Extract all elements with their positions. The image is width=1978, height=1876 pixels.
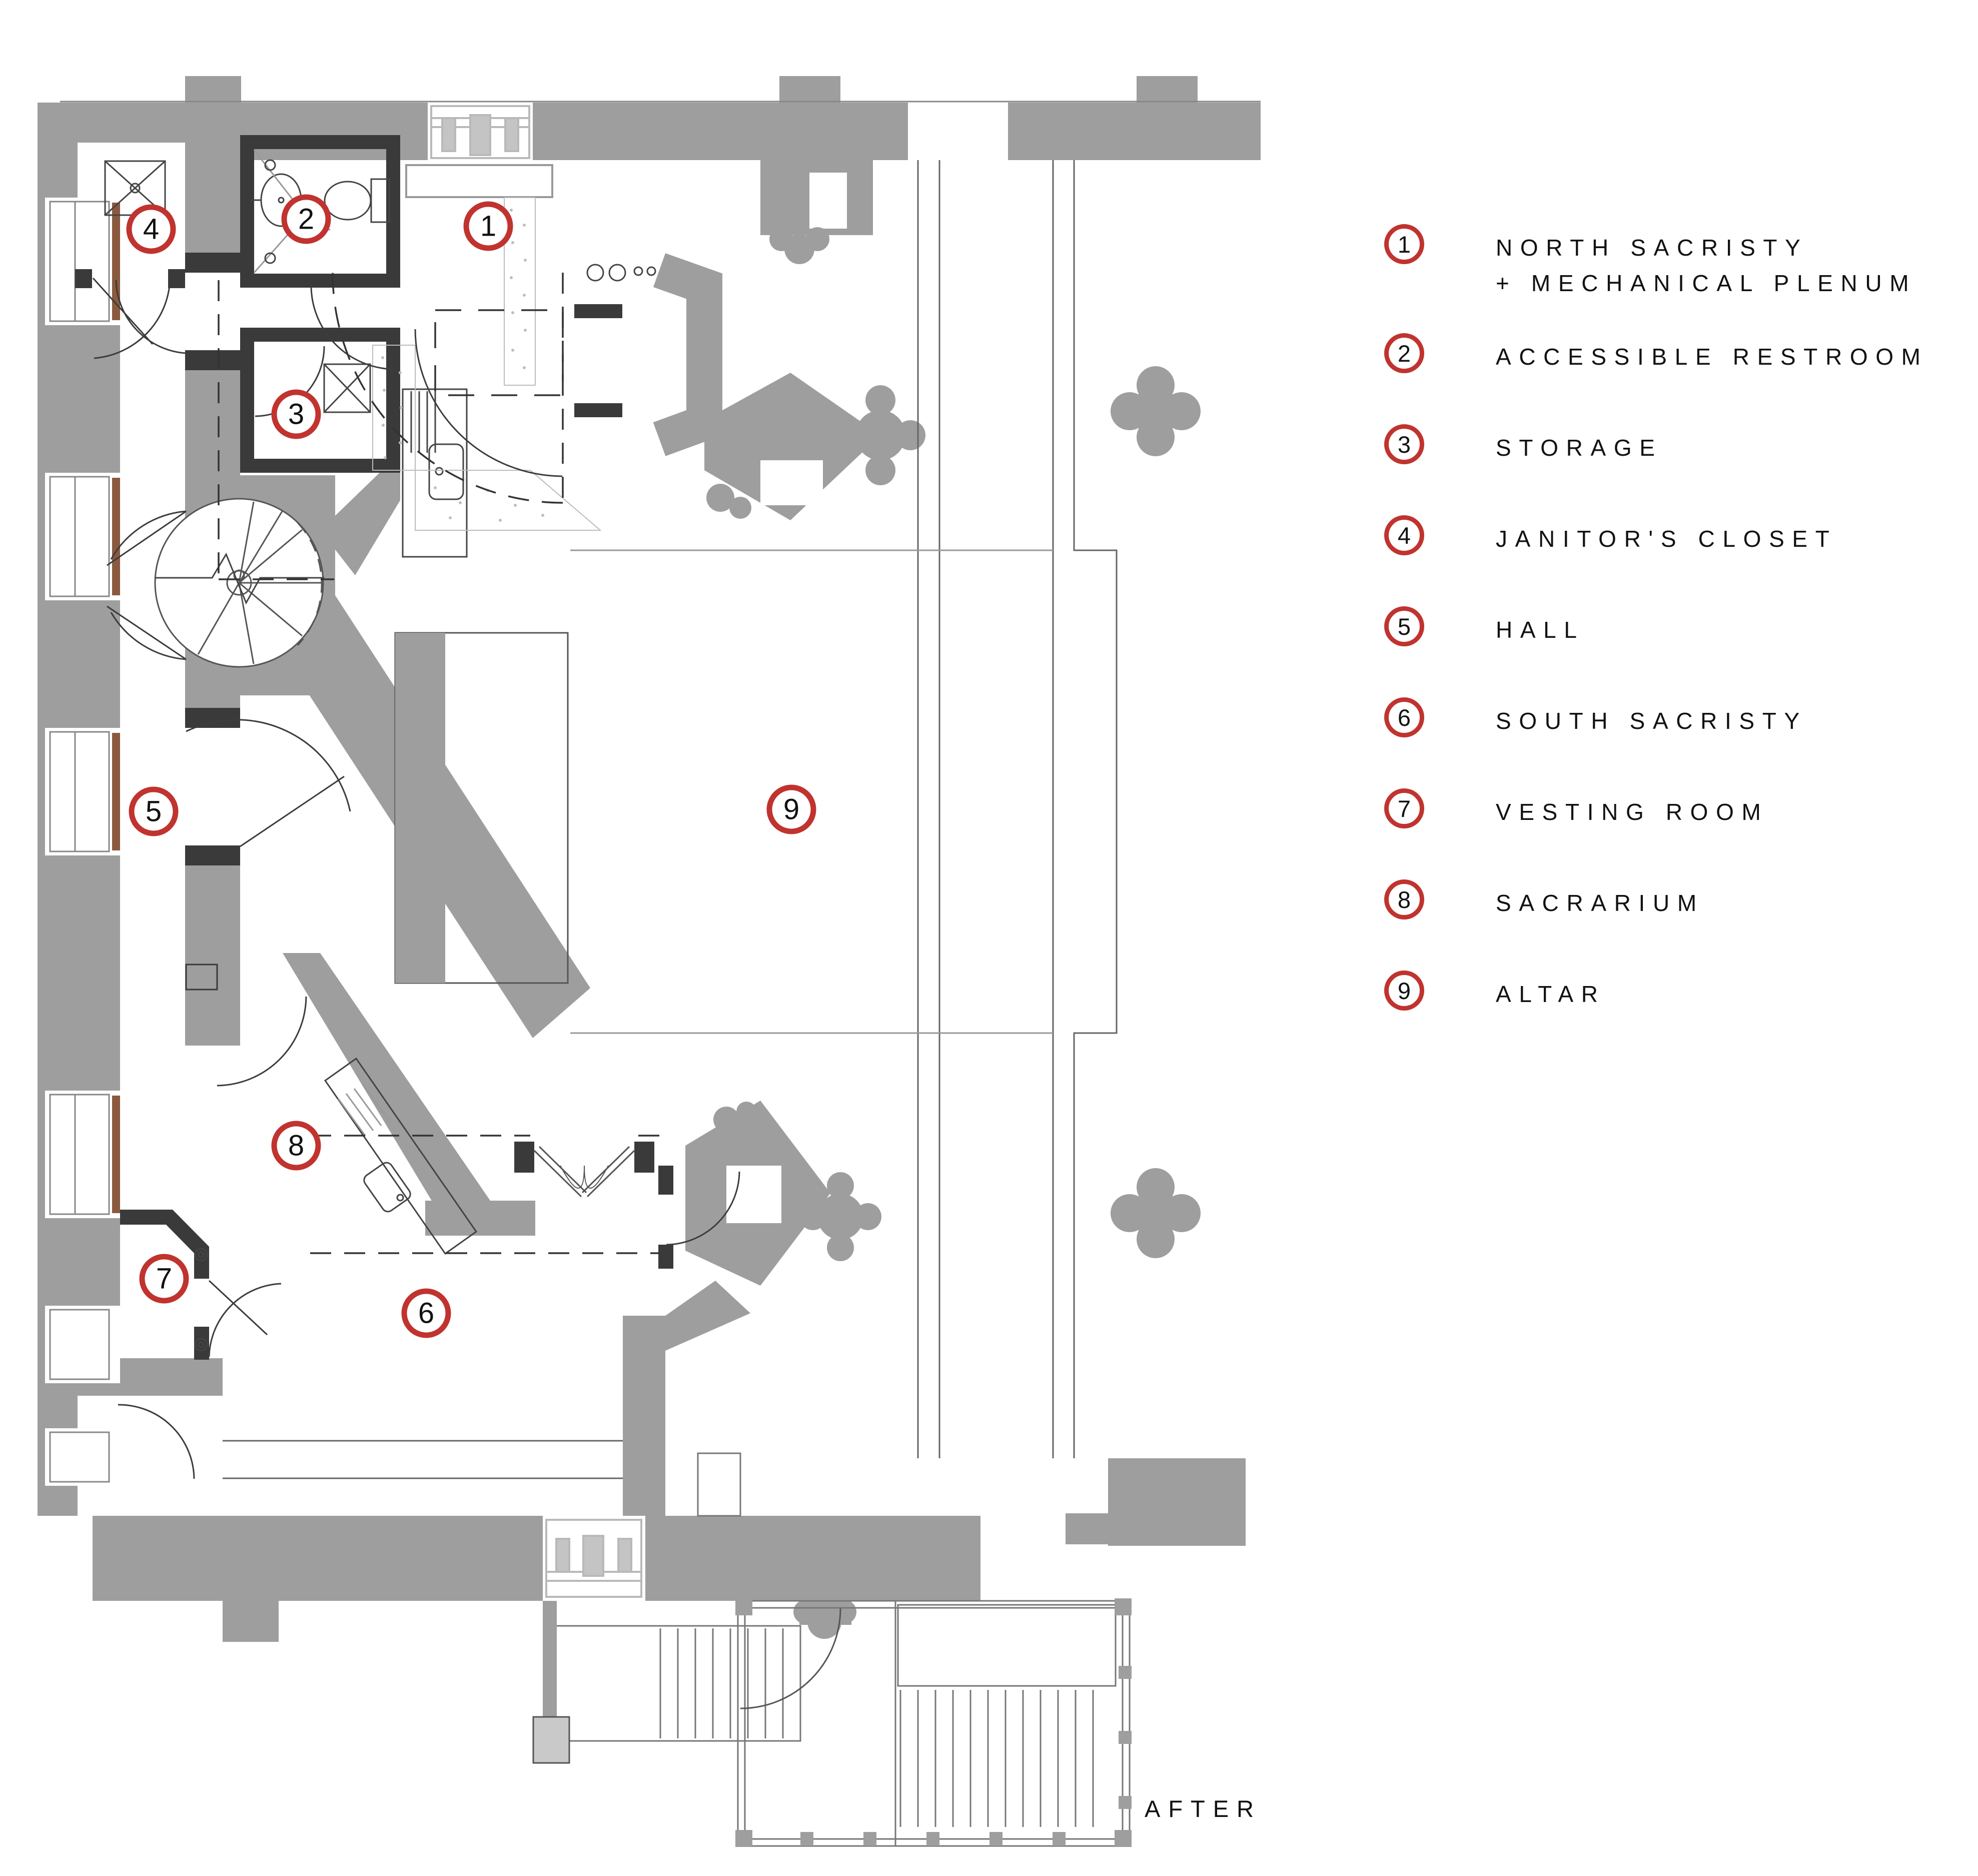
legend-item-2: 2 ACCESSIBLE RESTROOM — [1384, 333, 1928, 375]
south-porch — [532, 1598, 1132, 1847]
tile-hatch — [372, 197, 602, 531]
hatch-c — [415, 470, 602, 531]
legend-number-badge: 1 — [1384, 224, 1424, 264]
legend-number-badge: 4 — [1384, 515, 1424, 555]
window — [45, 728, 120, 855]
room-marker-number: 1 — [480, 210, 496, 243]
plan-caption: AFTER — [1145, 1795, 1262, 1822]
window — [45, 1306, 120, 1383]
legend-item-6: 6 SOUTH SACRISTY — [1384, 697, 1807, 739]
room-marker-3: 3 — [271, 389, 321, 439]
porch-posts — [735, 1598, 1132, 1847]
door-restroom — [310, 284, 395, 370]
floor-lines — [60, 101, 1261, 1479]
legend-item-8: 8 SACRARIUM — [1384, 879, 1704, 921]
door-vesting — [208, 1283, 282, 1357]
turret-finial — [793, 1600, 856, 1639]
legend-number-badge: 2 — [1384, 333, 1424, 373]
room-marker-8: 8 — [271, 1121, 321, 1171]
sacrarium-counter — [324, 1057, 478, 1255]
legend-number-badge: 3 — [1384, 424, 1424, 464]
legend-item-label: JANITOR'S CLOSET — [1496, 526, 1837, 552]
legend-number-badge: 7 — [1384, 788, 1424, 828]
legend-item-7: 7 VESTING ROOM — [1384, 788, 1768, 830]
turret-finial — [799, 1172, 881, 1261]
room-marker-2: 2 — [281, 194, 331, 244]
room-marker-9: 9 — [766, 784, 816, 834]
room-marker-number: 3 — [288, 398, 304, 431]
sacristy-casework — [402, 388, 468, 558]
toilet — [324, 178, 390, 223]
legend-item-label: HALL — [1496, 617, 1585, 643]
legend-number-badge: 8 — [1384, 879, 1424, 919]
room-marker-5: 5 — [129, 786, 179, 836]
room-marker-number: 4 — [143, 213, 159, 246]
window — [45, 1428, 120, 1486]
door-passage — [115, 280, 187, 354]
exterior-stair-west — [532, 1601, 801, 1764]
door-swings — [92, 276, 740, 1479]
interior-partitions — [75, 135, 673, 1360]
legend-item-label: VESTING ROOM — [1496, 799, 1769, 825]
turret-finial — [713, 1102, 756, 1133]
left-wall-windows — [45, 198, 120, 1486]
altar-platform — [394, 632, 569, 984]
door-stair-pair — [107, 510, 187, 660]
turret-finial — [835, 385, 925, 485]
legend-number-badge: 5 — [1384, 606, 1424, 646]
storage-cabinet — [323, 363, 371, 413]
quatrefoil-piers — [706, 227, 1201, 1639]
legend-item-4: 4 JANITOR'S CLOSET — [1384, 515, 1837, 557]
room-marker-1: 1 — [463, 201, 513, 251]
legend-item-label: SOUTH SACRISTY — [1496, 708, 1807, 734]
legend-item-3: 3 STORAGE — [1384, 424, 1663, 466]
spiral-stair — [154, 498, 324, 668]
door-vestibule — [118, 1404, 195, 1479]
room-marker-number: 7 — [156, 1263, 172, 1295]
door-south-sacristy — [217, 996, 307, 1087]
window — [45, 1091, 120, 1218]
legend-item-label: ACCESSIBLE RESTROOM — [1496, 344, 1928, 370]
organ-niche-bottom — [545, 1519, 642, 1598]
room-marker-6: 6 — [401, 1288, 451, 1338]
legend-item-label: STORAGE — [1496, 435, 1663, 461]
legend-number-badge: 9 — [1384, 971, 1424, 1011]
legend-item-9: 9 ALTAR — [1384, 971, 1606, 1012]
door-hall — [186, 719, 351, 812]
room-marker-number: 8 — [288, 1130, 304, 1162]
room-marker-number: 2 — [298, 203, 314, 236]
door-sacristy-north — [414, 329, 563, 477]
legend-number-badge: 6 — [1384, 697, 1424, 737]
hatch-b — [372, 345, 416, 471]
overhead-dashed-lines — [218, 272, 665, 1254]
porch-enclosure — [735, 1598, 1132, 1847]
legend-item-label: ALTAR — [1496, 981, 1606, 1007]
legend-item-label: SACRARIUM — [1496, 890, 1704, 916]
room-marker-number: 9 — [783, 793, 799, 826]
hatch-a — [504, 197, 536, 386]
quatrefoil-pier — [1111, 366, 1201, 456]
turret-finial — [769, 227, 829, 264]
window — [45, 198, 120, 325]
room-marker-7: 7 — [139, 1254, 189, 1304]
legend-item-5: 5 HALL — [1384, 606, 1585, 648]
legend-item-label: NORTH SACRISTY + MECHANICAL PLENUM — [1496, 235, 1917, 297]
turret-finial — [706, 484, 751, 519]
legend-item-1: 1 NORTH SACRISTY + MECHANICAL PLENUM — [1384, 224, 1916, 302]
room-marker-number: 5 — [146, 795, 162, 828]
window — [45, 473, 120, 600]
door-turret — [666, 1171, 740, 1246]
room-markers: 1 2 3 4 5 6 7 8 9 — [126, 194, 816, 1338]
door-janitor — [94, 276, 171, 359]
room-marker-4: 4 — [126, 204, 176, 254]
room-marker-number: 6 — [418, 1297, 434, 1330]
double-door-nave — [533, 1146, 635, 1198]
organ-niche-top — [405, 105, 553, 198]
quatrefoil-pier — [1111, 1168, 1201, 1258]
